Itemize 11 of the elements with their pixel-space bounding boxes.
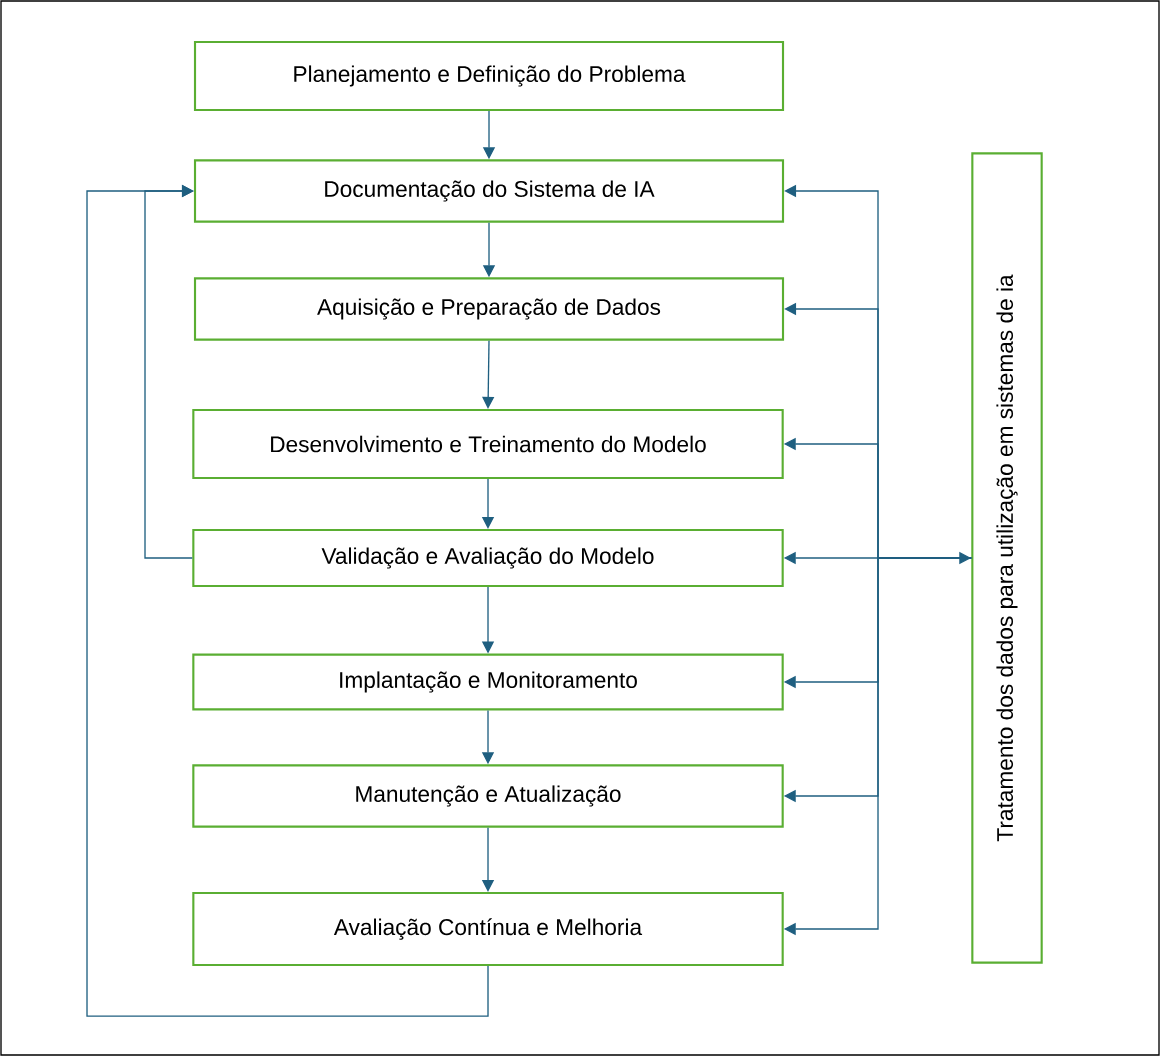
arrow: [482, 340, 495, 409]
process-box: Manutenção e Atualização: [192, 764, 784, 828]
process-box: Desenvolvimento e Treinamento do Modelo: [192, 408, 784, 480]
process-box: Validação e Avaliação do Modelo: [192, 528, 784, 588]
process-box: Avaliação Contínua e Melhoria: [192, 891, 784, 967]
process-box: Aquisição e Preparação de Dados: [193, 277, 785, 341]
arrow: [86, 184, 489, 1017]
process-box: Documentação do Sistema de IA: [193, 159, 785, 223]
side-box: Tratamento dos dados para utilização em sistemas de ia: [971, 152, 1043, 964]
process-box: Planejamento e Definição do Problema: [193, 40, 785, 112]
process-box: Implantação e Monitoramento: [192, 653, 784, 711]
